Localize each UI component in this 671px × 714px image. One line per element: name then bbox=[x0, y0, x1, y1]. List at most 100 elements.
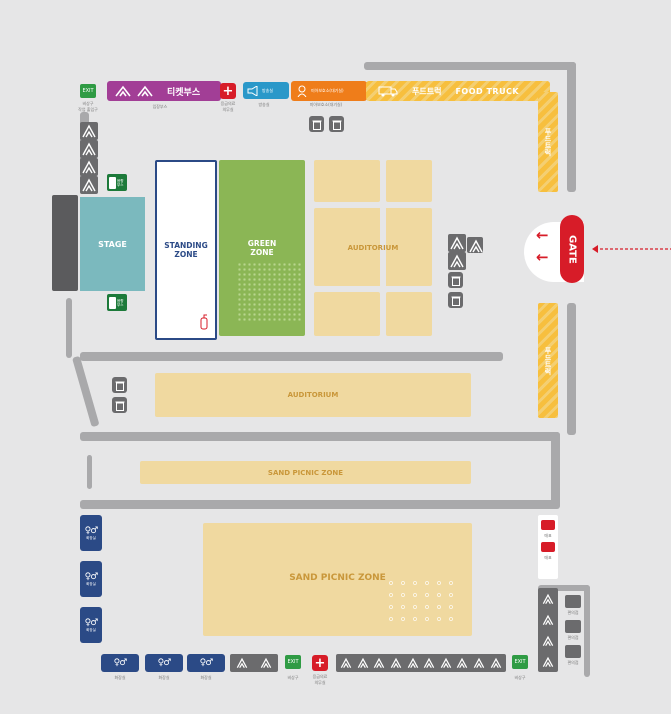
broadcast-room[interactable]: 방송실 bbox=[243, 82, 289, 99]
medical-icon-bottom: + bbox=[312, 655, 328, 671]
sand-picnic-dots bbox=[385, 577, 459, 627]
wall-right-bottom-v bbox=[584, 585, 590, 677]
auditorium-top-label: AUDITORIUM bbox=[347, 244, 399, 252]
restroom-left-3[interactable]: ♀♂화장실 bbox=[80, 607, 102, 643]
wall-right-bottom bbox=[538, 585, 590, 591]
standing-zone[interactable]: STANDING ZONE bbox=[155, 160, 217, 340]
tent-icon bbox=[490, 657, 501, 668]
fire-extinguisher-icon bbox=[200, 314, 208, 330]
restroom-bottom-2[interactable]: ♀♂ bbox=[145, 654, 183, 672]
food-truck-en: FOOD TRUCK bbox=[455, 86, 520, 96]
sand-picnic-zone-1[interactable]: SAND PICNIC ZONE bbox=[140, 461, 471, 484]
bottom-tent-pair bbox=[230, 654, 278, 672]
shop-label-1: 편의점 bbox=[567, 610, 579, 615]
tent-icon bbox=[440, 657, 452, 668]
restroom-left-1[interactable]: ♀♂화장실 bbox=[80, 515, 102, 551]
tent-icon bbox=[448, 234, 466, 252]
food-truck-side-lower-label: 푸드트럭 bbox=[544, 346, 552, 375]
food-truck-top[interactable]: 푸드트럭 FOOD TRUCK bbox=[366, 81, 550, 101]
auditorium-top-grid[interactable]: AUDITORIUM bbox=[314, 160, 432, 336]
wall-sand-right bbox=[551, 432, 560, 508]
shop-icon-2[interactable] bbox=[565, 620, 581, 633]
restroom-left-2[interactable]: ♀♂화장실 bbox=[80, 561, 102, 597]
label-lost: 미아보호소(대기실) bbox=[309, 102, 343, 107]
emergency-exit-icon-bottom: EXIT bbox=[285, 655, 301, 669]
wall-left-vertical bbox=[66, 298, 72, 358]
food-truck-side-lower[interactable]: 푸드트럭 bbox=[538, 303, 558, 418]
stage-label: STAGE bbox=[98, 239, 127, 249]
ticket-booth-label: 티켓부스 bbox=[167, 87, 201, 98]
green-zone-label: GREEN ZONE bbox=[247, 239, 277, 257]
restroom-bottom-1[interactable]: ♀♂ bbox=[101, 654, 139, 672]
ticket-office-label-2: 매표 bbox=[544, 555, 552, 560]
label-ticket: 입장부스 bbox=[152, 104, 168, 109]
restroom-bottom-3-label: 화장실 bbox=[200, 675, 212, 680]
tent-icon bbox=[542, 614, 554, 625]
shop-icon-1[interactable] bbox=[565, 595, 581, 608]
gate-arrow-1: ← bbox=[536, 226, 549, 244]
bottom-tent-row bbox=[336, 654, 506, 672]
label-exit-top: 비상구 작업 출입구 bbox=[78, 101, 98, 112]
trash-bin-icon bbox=[112, 377, 127, 393]
sound-booth-bottom: 음향 부스 bbox=[107, 294, 127, 311]
tent-icon bbox=[357, 657, 369, 668]
shop-label-2: 편의점 bbox=[567, 635, 579, 640]
tent-icon bbox=[137, 85, 153, 97]
wall-divider-1 bbox=[80, 352, 503, 361]
auditorium-middle-label: AUDITORIUM bbox=[287, 391, 339, 399]
label-exit-bottom: 비상구 bbox=[287, 675, 299, 680]
label-medical: 응급의료 의무실 bbox=[220, 101, 236, 112]
sand-picnic-zone-2[interactable]: SAND PICNIC ZONE bbox=[203, 523, 472, 636]
wall-divider-2 bbox=[80, 432, 560, 441]
sand-picnic-1-label: SAND PICNIC ZONE bbox=[267, 468, 344, 477]
tent-icon bbox=[542, 635, 554, 646]
entry-path-arrow bbox=[590, 240, 671, 253]
tent-icon bbox=[424, 657, 435, 668]
stage-zone[interactable]: STAGE bbox=[80, 197, 145, 291]
tent-icon bbox=[407, 657, 418, 668]
broadcast-chip-label: 방송실 bbox=[262, 87, 274, 93]
gate-button[interactable]: GATE bbox=[560, 215, 584, 283]
food-truck-ko: 푸드트럭 bbox=[412, 86, 442, 96]
tent-icon bbox=[80, 176, 98, 194]
wall-stage-back bbox=[52, 195, 78, 291]
lost-found-center[interactable]: 미아보호소(대기실) bbox=[291, 81, 367, 101]
sound-booth-top: 음향 부스 bbox=[107, 174, 127, 191]
green-zone[interactable]: GREEN ZONE bbox=[219, 160, 305, 336]
label-broadcast: 방송실 bbox=[258, 102, 270, 107]
tent-icon bbox=[473, 657, 485, 668]
ticket-office-icon-1[interactable] bbox=[541, 520, 555, 530]
trash-bin-icon bbox=[448, 292, 463, 308]
tent-icon bbox=[542, 656, 554, 667]
tent-icon bbox=[260, 657, 272, 668]
wall-left-diagonal bbox=[72, 355, 100, 428]
wall-sand-left bbox=[87, 455, 92, 489]
tent-icon bbox=[341, 657, 352, 668]
lost-found-chip-label: 미아보호소(대기실) bbox=[311, 88, 344, 93]
auditorium-middle[interactable]: AUDITORIUM bbox=[155, 373, 471, 417]
shop-label-3: 편의점 bbox=[567, 660, 579, 665]
emergency-exit-icon-bottom-right: EXIT bbox=[512, 655, 528, 669]
truck-icon bbox=[378, 86, 398, 97]
tent-icon bbox=[448, 252, 466, 270]
ticket-booth[interactable]: 티켓부스 bbox=[107, 81, 221, 101]
tent-icon bbox=[80, 140, 98, 158]
trash-bin-icon bbox=[448, 272, 463, 288]
ticket-office-label-1: 매표 bbox=[544, 533, 552, 538]
standing-zone-label: STANDING ZONE bbox=[164, 241, 208, 259]
tent-icon bbox=[457, 657, 468, 668]
ticket-office-icon-2[interactable] bbox=[541, 542, 555, 552]
right-tent-column bbox=[538, 588, 558, 672]
wall-right-top bbox=[567, 62, 576, 192]
wall-top bbox=[364, 62, 576, 70]
food-truck-side-upper[interactable]: 푸드트럭 bbox=[538, 92, 558, 192]
tent-icon bbox=[80, 122, 98, 140]
tent-icon bbox=[115, 85, 131, 97]
gate-arrow-2: ← bbox=[536, 248, 549, 266]
tent-icon bbox=[236, 657, 248, 668]
shop-icon-3[interactable] bbox=[565, 645, 581, 658]
wall-divider-3 bbox=[80, 500, 560, 509]
trash-bin-icon bbox=[329, 116, 344, 132]
restroom-bottom-3[interactable]: ♀♂ bbox=[187, 654, 225, 672]
medical-icon: + bbox=[220, 83, 236, 99]
